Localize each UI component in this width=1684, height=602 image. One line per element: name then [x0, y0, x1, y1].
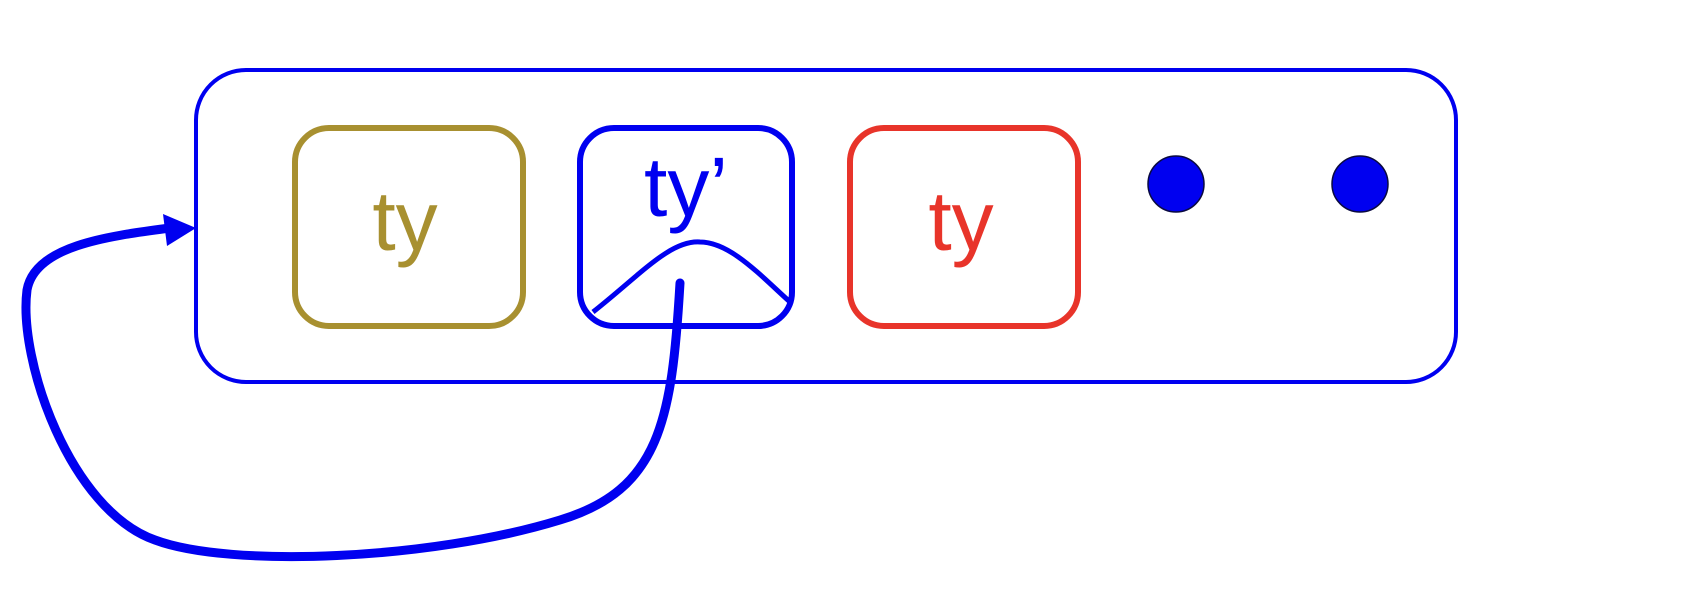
recursive-arrow-path	[21, 223, 685, 562]
box-left-frame	[292, 125, 526, 329]
bell-curve	[591, 239, 792, 314]
box-middle-frame	[577, 125, 795, 329]
box-left: ty	[292, 125, 526, 329]
box-right-frame	[847, 125, 1081, 329]
box-right: ty	[847, 125, 1081, 329]
arrow-head-icon	[163, 214, 196, 246]
ellipsis-dot-2	[1331, 155, 1389, 213]
box-middle: ty’	[577, 125, 795, 329]
box-middle-label: ty’	[644, 140, 728, 234]
box-right-label: ty	[928, 174, 993, 268]
ellipsis-dot-1	[1147, 155, 1205, 213]
outer-container	[194, 68, 1458, 384]
box-left-label: ty	[372, 174, 437, 268]
